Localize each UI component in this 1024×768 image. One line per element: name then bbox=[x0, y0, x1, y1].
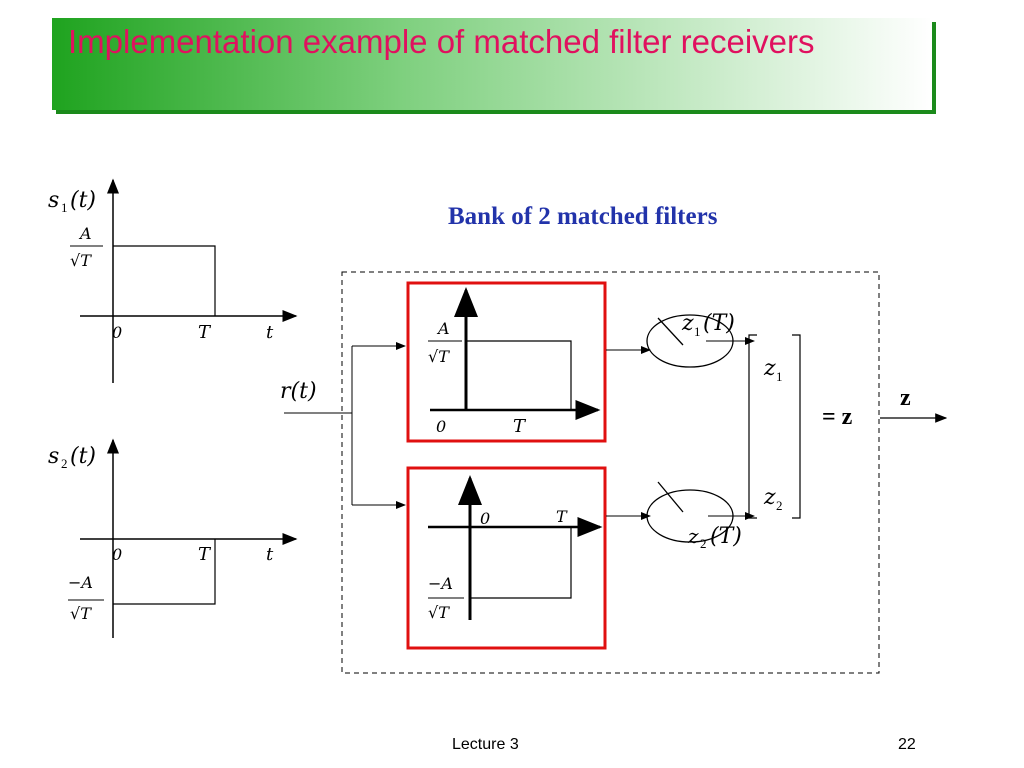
s1-origin: 0 bbox=[112, 323, 122, 342]
vector-z1: z bbox=[763, 356, 776, 381]
s1-subscript: 1 bbox=[61, 200, 68, 215]
sampler2-label: z bbox=[687, 524, 699, 548]
s1-plot: s 1 (t) A √T 0 T t bbox=[48, 178, 298, 383]
sampler1-label: z bbox=[681, 311, 694, 336]
s2-time: t bbox=[266, 544, 274, 565]
filter2-box: 0 T −A √T bbox=[406, 466, 607, 650]
filter1-amp-den: √T bbox=[428, 347, 450, 366]
s2-amp-den: √T bbox=[70, 604, 92, 623]
vector-z1-sub: 1 bbox=[776, 369, 783, 384]
s2-amp-num: −A bbox=[68, 573, 93, 592]
s2-plot: s 2 (t) 0 T t −A √T bbox=[48, 438, 298, 638]
sampler2-switch bbox=[657, 481, 684, 513]
s2-period: T bbox=[198, 544, 212, 565]
s2-pulse bbox=[113, 539, 216, 605]
s1-amp-num: A bbox=[78, 224, 92, 243]
output-label: z bbox=[900, 385, 911, 411]
filter2-period: T bbox=[556, 507, 568, 526]
footer-lecture: Lecture 3 bbox=[452, 736, 519, 753]
footer-page-number: 22 bbox=[898, 736, 916, 753]
s2-subscript: 2 bbox=[61, 456, 68, 471]
s1-label: s bbox=[48, 188, 59, 213]
slide-title: Implementation example of matched filter… bbox=[68, 23, 815, 60]
filter2-amp-den: √T bbox=[428, 603, 450, 622]
s1-period: T bbox=[198, 322, 212, 343]
filter2-origin: 0 bbox=[480, 509, 490, 528]
s1-arg: (t) bbox=[70, 188, 96, 213]
title-banner bbox=[52, 18, 932, 110]
sampler1-switch bbox=[657, 317, 684, 346]
s1-pulse bbox=[113, 245, 216, 316]
s1-time: t bbox=[266, 322, 274, 343]
input-label: r(t) bbox=[280, 379, 317, 404]
sampler1-arg: (T) bbox=[703, 311, 735, 336]
sampler1-sub: 1 bbox=[694, 324, 701, 339]
vector-left-bracket bbox=[748, 334, 757, 519]
filter1-amp-num: A bbox=[436, 319, 450, 338]
filter2-amp-num: −A bbox=[428, 574, 453, 593]
filter1-box: A √T 0 T bbox=[406, 281, 607, 443]
vector-z2: z bbox=[763, 485, 776, 510]
s2-origin: 0 bbox=[112, 545, 122, 564]
s2-arg: (t) bbox=[70, 444, 96, 469]
vector-right-bracket bbox=[792, 334, 801, 519]
vector-z2-sub: 2 bbox=[776, 498, 783, 513]
sampler2-sub: 2 bbox=[700, 536, 707, 551]
bank-label: Bank of 2 matched filters bbox=[448, 203, 718, 230]
s1-amp-den: √T bbox=[70, 251, 92, 270]
filter1-period: T bbox=[513, 416, 527, 437]
receiver-box bbox=[341, 271, 880, 674]
sampler2-arg: (T) bbox=[710, 524, 742, 549]
s2-label: s bbox=[48, 444, 59, 469]
equals-z: = z bbox=[822, 404, 853, 430]
filter1-origin: 0 bbox=[436, 417, 446, 436]
